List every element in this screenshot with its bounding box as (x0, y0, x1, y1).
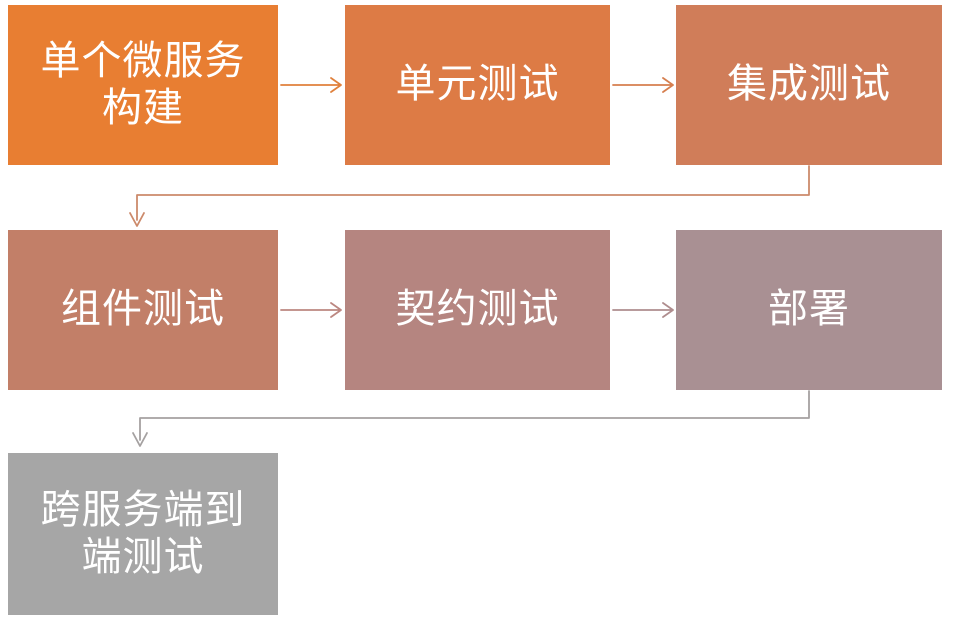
node-cross-service-e2e-test-label: 跨服务端到 端测试 (40, 487, 246, 579)
arrow-build-to-unit-test (280, 77, 342, 93)
node-contract-test: 契约测试 (345, 230, 610, 390)
node-integration-test: 集成测试 (676, 5, 942, 165)
node-single-microservice-build-label: 单个微服务 构建 (40, 38, 246, 130)
node-unit-test: 单元测试 (345, 5, 610, 165)
elbow-arrow-integration-to-component (129, 165, 810, 227)
arrow-unit-test-to-integration (612, 77, 674, 93)
node-component-test: 组件测试 (8, 230, 278, 390)
node-single-microservice-build: 单个微服务 构建 (8, 5, 278, 165)
arrow-component-to-contract (280, 302, 342, 318)
node-component-test-label: 组件测试 (61, 287, 225, 332)
arrow-contract-to-deploy (612, 302, 674, 318)
node-contract-test-label: 契约测试 (395, 287, 560, 332)
node-cross-service-e2e-test: 跨服务端到 端测试 (8, 453, 278, 615)
node-unit-test-label: 单元测试 (395, 62, 560, 107)
node-deploy: 部署 (676, 230, 942, 390)
elbow-arrow-deploy-to-e2e (132, 390, 810, 447)
node-integration-test-label: 集成测试 (727, 62, 891, 107)
node-deploy-label: 部署 (768, 287, 850, 332)
